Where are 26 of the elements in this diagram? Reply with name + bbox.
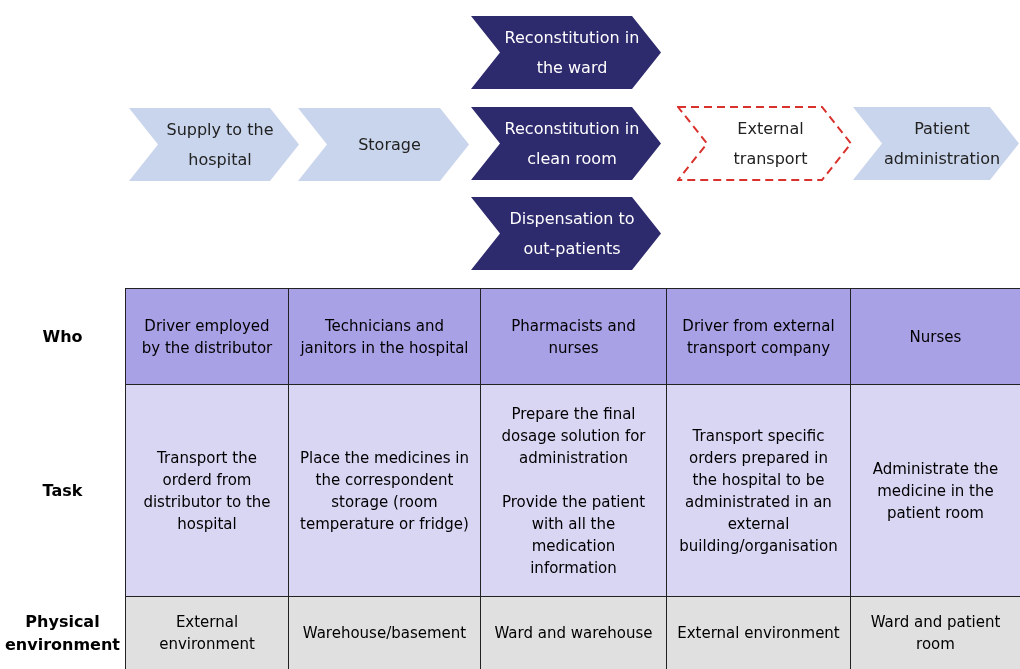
table-cell: Place the medicines in the correspondent storage (room temperature or fridge) xyxy=(288,384,481,597)
row-header: Task xyxy=(41,479,84,502)
row-header: Who xyxy=(41,325,84,348)
table-cell: Ward and warehouse xyxy=(480,596,667,669)
cell-paragraph: Provide the patient with all the medication information xyxy=(500,491,647,579)
chevron-step: External transport xyxy=(677,106,852,181)
chevron-step: Reconstitution in clean room xyxy=(470,106,662,181)
table-cell: Transport the orderd from distributor to the hospital xyxy=(125,384,289,597)
table-cell: External environment xyxy=(666,596,851,669)
table-cell: Driver from external transport company xyxy=(666,288,851,385)
table-cell: Ward and patient room xyxy=(850,596,1020,669)
chevron-step: Supply to the hospital xyxy=(128,107,300,182)
table-cell: Administrate the medicine in the patient room xyxy=(850,384,1020,597)
table-cell: Warehouse/basement xyxy=(288,596,481,669)
chevron-step: Reconstitution in the ward xyxy=(470,15,662,90)
table-cell: Transport specific orders prepared in the hospital to be administrated in an external building/organisation xyxy=(666,384,851,597)
cell-paragraph: Prepare the final dosage solution for administration xyxy=(500,403,647,469)
table-cell: Driver employed by the distributor xyxy=(125,288,289,385)
row-header: Physical environment xyxy=(4,610,121,656)
table-cell: Pharmacists and nurses xyxy=(480,288,667,385)
table-cell: External environment xyxy=(125,596,289,669)
chevron-step: Dispensation to out-patients xyxy=(470,196,662,271)
table-cell: Technicians and janitors in the hospital xyxy=(288,288,481,385)
chevron-step: Patient administration xyxy=(852,106,1020,181)
table-cell: Nurses xyxy=(850,288,1020,385)
chevron-step: Storage xyxy=(297,107,470,182)
